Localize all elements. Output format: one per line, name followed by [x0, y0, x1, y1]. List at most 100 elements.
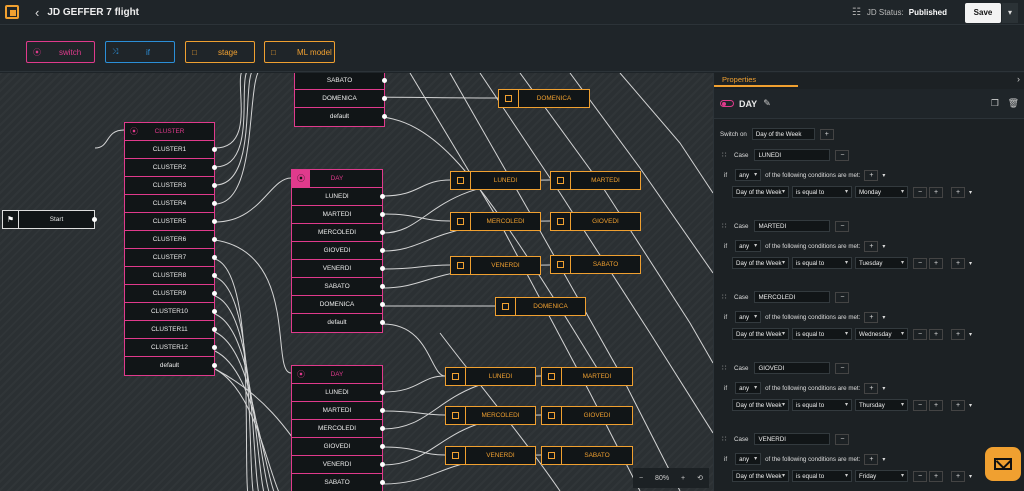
- case-name-field[interactable]: MERCOLEDI: [754, 291, 831, 303]
- drag-handle-icon[interactable]: ∷: [722, 152, 726, 159]
- stage-node[interactable]: DOMENICA: [495, 297, 586, 316]
- condition-field-select[interactable]: Day of the Week▾: [732, 257, 789, 269]
- add-condition-button[interactable]: +: [864, 169, 879, 181]
- output-port[interactable]: [212, 363, 217, 368]
- app-logo-icon[interactable]: [5, 5, 19, 19]
- tab-properties[interactable]: Properties: [714, 73, 798, 87]
- switch-case-row[interactable]: LUNEDI: [292, 384, 385, 402]
- output-port[interactable]: [382, 114, 387, 119]
- case-name-field[interactable]: VENERDI: [754, 433, 831, 445]
- case-name-field[interactable]: GIOVEDI: [754, 362, 831, 374]
- day-switch-node-top[interactable]: SABATO DOMENICA default: [294, 73, 387, 127]
- copy-icon[interactable]: ❐: [990, 98, 999, 108]
- switch-case-row[interactable]: CLUSTER2: [125, 159, 217, 177]
- switch-case-row[interactable]: MARTEDI: [292, 402, 385, 420]
- switch-case-row[interactable]: MARTEDI: [292, 206, 385, 224]
- delete-icon[interactable]: 🗑: [1007, 98, 1019, 108]
- switch-case-row[interactable]: MERCOLEDI: [292, 420, 385, 438]
- output-port[interactable]: [380, 284, 385, 289]
- output-port[interactable]: [212, 147, 217, 152]
- any-select[interactable]: any▾: [735, 311, 762, 323]
- output-port[interactable]: [380, 426, 385, 431]
- any-select[interactable]: any▾: [735, 240, 762, 252]
- output-port[interactable]: [380, 302, 385, 307]
- switch-case-row[interactable]: CLUSTER3: [125, 177, 217, 195]
- zoom-in-button[interactable]: +: [681, 474, 686, 482]
- add-condition-button[interactable]: +: [864, 311, 879, 323]
- chat-button[interactable]: [985, 447, 1021, 481]
- stage-node[interactable]: GIOVEDI: [541, 406, 633, 425]
- output-port[interactable]: [212, 273, 217, 278]
- stage-node[interactable]: GIOVEDI: [550, 212, 641, 231]
- output-port[interactable]: [380, 390, 385, 395]
- stage-node[interactable]: MERCOLEDI: [450, 212, 541, 231]
- remove-condition-button[interactable]: −: [913, 257, 927, 269]
- output-port[interactable]: [380, 444, 385, 449]
- switch-case-row[interactable]: CLUSTER10: [125, 303, 217, 321]
- add-condition-dropdown-icon[interactable]: ▾: [882, 456, 886, 463]
- remove-condition-button[interactable]: −: [913, 399, 927, 411]
- switch-case-row[interactable]: default: [125, 357, 217, 375]
- node-header[interactable]: ⦿CLUSTER: [125, 123, 214, 141]
- add-condition-dropdown-icon[interactable]: ▾: [882, 172, 886, 179]
- add-condition-button[interactable]: +: [929, 328, 943, 340]
- switch-case-row[interactable]: DOMENICA: [292, 296, 385, 314]
- output-port[interactable]: [212, 309, 217, 314]
- remove-condition-button[interactable]: −: [913, 186, 927, 198]
- stage-node[interactable]: MARTEDI: [550, 171, 641, 190]
- remove-case-button[interactable]: −: [835, 220, 850, 232]
- ml-model-node-button[interactable]: □ ML model: [264, 41, 335, 63]
- condition-value-select[interactable]: Friday▾: [855, 470, 908, 482]
- condition-group-dropdown-icon[interactable]: ▾: [969, 473, 973, 480]
- switch-on-field[interactable]: Day of the Week: [751, 128, 815, 140]
- condition-value-select[interactable]: Monday▾: [855, 186, 908, 198]
- drag-handle-icon[interactable]: ∷: [722, 294, 726, 301]
- add-condition-dropdown-icon[interactable]: ▾: [882, 385, 886, 392]
- drag-handle-icon[interactable]: ∷: [722, 365, 726, 372]
- output-port[interactable]: [382, 78, 387, 83]
- condition-field-select[interactable]: Day of the Week▾: [732, 470, 789, 482]
- condition-field-select[interactable]: Day of the Week▾: [732, 399, 789, 411]
- output-port[interactable]: [212, 255, 217, 260]
- output-port[interactable]: [212, 345, 217, 350]
- switch-case-row[interactable]: GIOVEDI: [292, 438, 385, 456]
- add-condition-button[interactable]: +: [864, 382, 879, 394]
- add-condition-dropdown-icon[interactable]: ▾: [882, 314, 886, 321]
- switch-case-row[interactable]: CLUSTER1: [125, 141, 217, 159]
- switch-case-row[interactable]: VENERDI: [292, 456, 385, 474]
- save-button[interactable]: Save: [965, 2, 1001, 23]
- cluster-switch-node[interactable]: ⦿CLUSTER CLUSTER1 CLUSTER2 CLUSTER3 CLUS…: [124, 122, 217, 376]
- operator-select[interactable]: is equal to▾: [792, 470, 852, 482]
- stage-node[interactable]: LUNEDI: [450, 171, 541, 190]
- stage-node[interactable]: SABATO: [550, 255, 641, 274]
- output-port[interactable]: [380, 462, 385, 467]
- operator-select[interactable]: is equal to▾: [792, 186, 852, 198]
- add-condition-group-button[interactable]: +: [951, 257, 965, 269]
- condition-group-dropdown-icon[interactable]: ▾: [969, 189, 973, 196]
- case-name-field[interactable]: MARTEDI: [754, 220, 831, 232]
- switch-case-row[interactable]: CLUSTER9: [125, 285, 217, 303]
- edit-icon[interactable]: ✎: [763, 98, 771, 108]
- add-case-button[interactable]: +: [819, 128, 834, 140]
- condition-field-select[interactable]: Day of the Week▾: [732, 328, 789, 340]
- stage-node[interactable]: LUNEDI: [445, 367, 536, 386]
- add-condition-group-button[interactable]: +: [951, 470, 965, 482]
- switch-case-row[interactable]: CLUSTER5: [125, 213, 217, 231]
- switch-case-row[interactable]: GIOVEDI: [292, 242, 385, 260]
- stage-node[interactable]: MARTEDI: [541, 367, 633, 386]
- switch-case-row[interactable]: SABATO: [292, 278, 385, 296]
- switch-case-row[interactable]: CLUSTER7: [125, 249, 217, 267]
- case-name-field[interactable]: LUNEDI: [754, 149, 831, 161]
- drag-handle-icon[interactable]: ∷: [722, 436, 726, 443]
- operator-select[interactable]: is equal to▾: [792, 399, 852, 411]
- collapse-panel-icon[interactable]: ›: [1017, 74, 1020, 84]
- condition-group-dropdown-icon[interactable]: ▾: [969, 402, 973, 409]
- switch-case-row[interactable]: VENERDI: [292, 260, 385, 278]
- stage-node-button[interactable]: □ stage: [185, 41, 255, 63]
- output-port[interactable]: [212, 327, 217, 332]
- output-port[interactable]: [380, 266, 385, 271]
- if-node-button[interactable]: ⤨ if: [105, 41, 175, 63]
- stage-node[interactable]: VENERDI: [450, 256, 541, 275]
- flow-canvas[interactable]: ⚑ Start SABATO DOMENICA default ⦿CLUSTER…: [0, 73, 713, 491]
- switch-case-row[interactable]: CLUSTER11: [125, 321, 217, 339]
